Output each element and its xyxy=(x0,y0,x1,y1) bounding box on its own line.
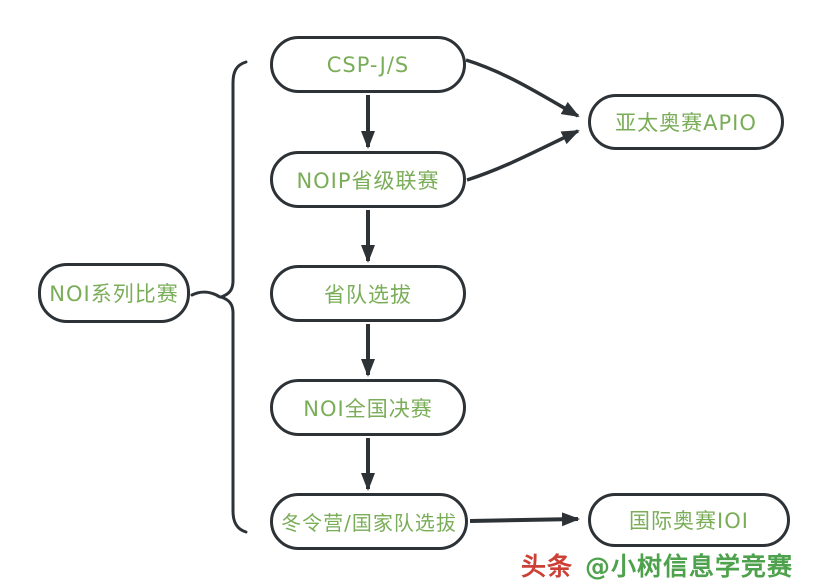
node-noi-series: NOI系列比赛 xyxy=(38,263,190,323)
watermark-account: @小树信息学竞赛 xyxy=(584,552,793,581)
node-noi-finals-label: NOI全国决赛 xyxy=(303,396,433,421)
arrow-csp-to-apio xyxy=(465,58,580,118)
watermark-platform-logo: 头条 xyxy=(520,552,573,581)
node-csp-js: CSP-J/S xyxy=(270,36,466,93)
node-noi-series-label: NOI系列比赛 xyxy=(49,282,179,306)
node-noi-national-finals: NOI全国决赛 xyxy=(270,379,466,436)
node-apio-label: 亚太奥赛APIO xyxy=(615,111,757,135)
node-noip-provincial-league: NOIP省级联赛 xyxy=(270,151,466,208)
node-provincial-label: 省队选拔 xyxy=(324,282,412,307)
node-provincial-team-selection: 省队选拔 xyxy=(270,265,466,322)
arrow-winter-to-ioi xyxy=(469,512,580,527)
node-ioi-label: 国际奥赛IOI xyxy=(629,509,749,533)
node-winter-camp-label: 冬令营/国家队选拔 xyxy=(281,511,457,535)
node-ioi: 国际奥赛IOI xyxy=(588,493,790,547)
node-winter-camp-national-team: 冬令营/国家队选拔 xyxy=(270,493,468,550)
node-noip-label: NOIP省级联赛 xyxy=(296,168,440,193)
node-apio: 亚太奥赛APIO xyxy=(588,94,784,150)
watermark: 头条 @小树信息学竞赛 xyxy=(521,547,793,583)
node-csp-js-label: CSP-J/S xyxy=(326,52,410,77)
arrow-noip-to-apio xyxy=(466,129,580,182)
group-brace xyxy=(216,60,248,534)
brace-connector xyxy=(190,290,222,299)
